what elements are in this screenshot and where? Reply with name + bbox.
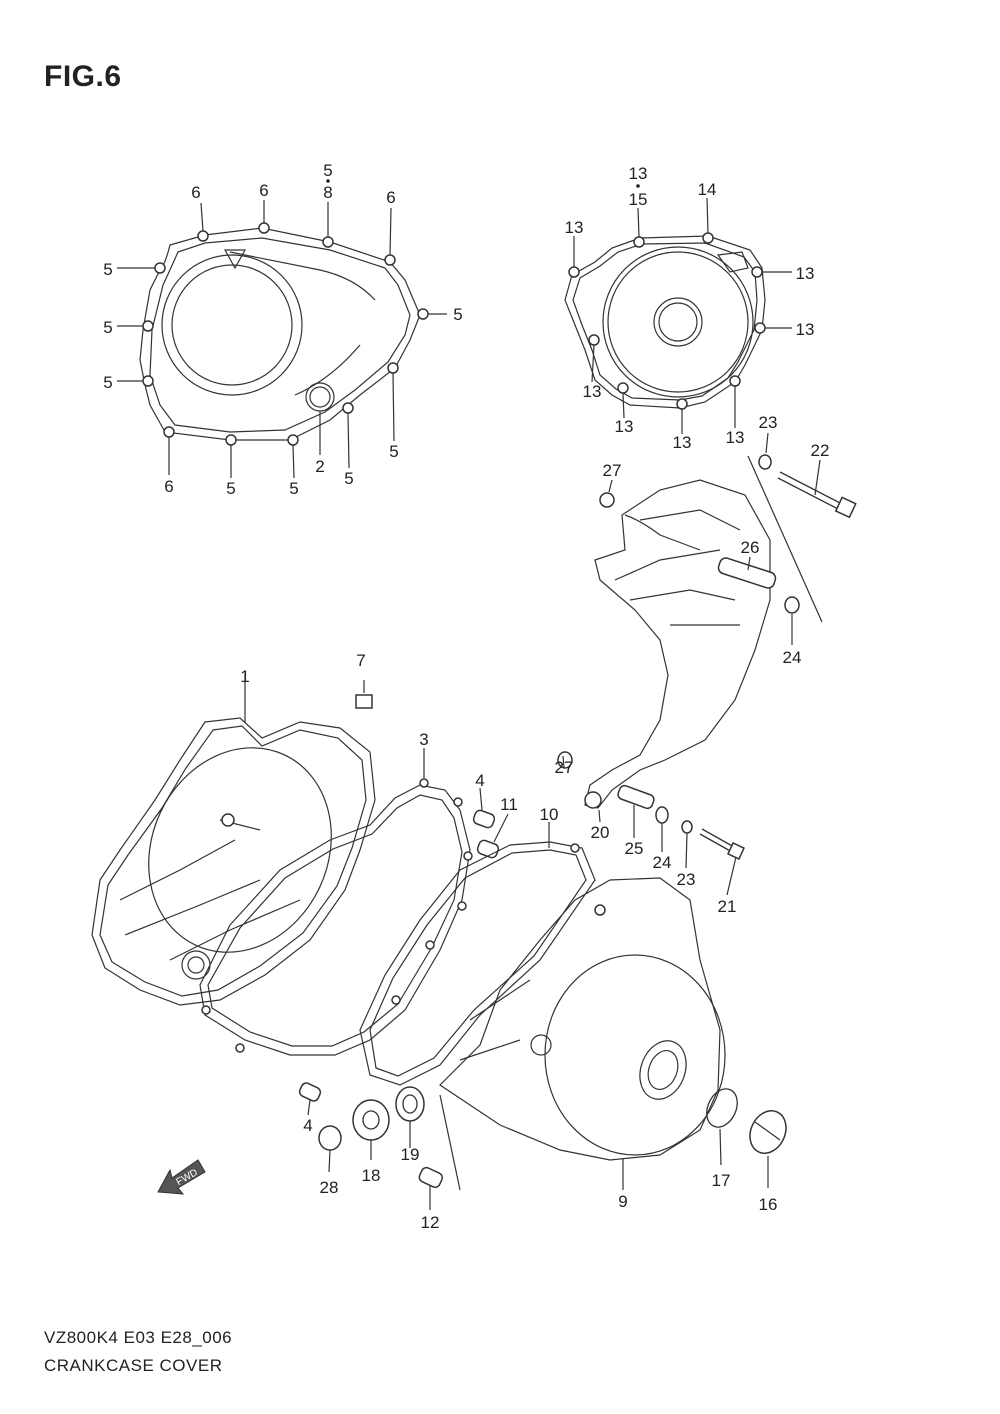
callout-5: 5: [103, 260, 112, 279]
parts-16-17: [706, 1088, 787, 1188]
callout-5: 5: [103, 373, 112, 392]
leader-lines-upper-left: [117, 179, 447, 479]
callout-6: 6: [386, 188, 395, 207]
callout-7: 7: [356, 651, 365, 670]
callout-5: 5: [103, 318, 112, 337]
callout-13: 13: [629, 164, 648, 183]
fwd-label: FWD: [175, 1167, 200, 1188]
callout-25: 25: [625, 839, 644, 858]
callout-6: 6: [191, 183, 200, 202]
callout-1: 1: [240, 667, 249, 686]
callout-13: 13: [726, 428, 745, 447]
callout-2: 2: [315, 457, 324, 476]
callout-3: 3: [419, 730, 428, 749]
callout-12: 12: [421, 1213, 440, 1232]
callout-6: 6: [259, 181, 268, 200]
callout-19: 19: [401, 1145, 420, 1164]
leader-lines-upper-right: [573, 184, 792, 434]
callout-10: 10: [540, 805, 559, 824]
callout-21: 21: [718, 897, 737, 916]
callout-13: 13: [615, 417, 634, 436]
callout-5: 5: [453, 305, 462, 324]
callout-11: 11: [500, 795, 518, 814]
callout-13: 13: [583, 382, 602, 401]
figure-title: FIG.6: [44, 60, 122, 93]
generator-gasket: [359, 822, 596, 1086]
sprocket-guard: [584, 455, 823, 809]
parts-lower-small: [298, 1082, 461, 1210]
callout-5: 5: [289, 479, 298, 498]
callout-27: 27: [603, 461, 622, 480]
parts-22-27: [557, 454, 857, 860]
callout-8: 8: [323, 183, 332, 202]
part-7-plug: [355, 680, 373, 709]
callout-18: 18: [362, 1166, 381, 1185]
callout-13: 13: [565, 218, 584, 237]
callout-20: 20: [591, 823, 610, 842]
diagram-name: CRANKCASE COVER: [44, 1356, 223, 1375]
callout-16: 16: [759, 1195, 778, 1214]
callout-4: 4: [475, 771, 484, 790]
callout-5: 5: [389, 442, 398, 461]
callout-17: 17: [712, 1171, 731, 1190]
clutch-cover-outline: [139, 222, 429, 446]
callout-6: 6: [164, 477, 173, 496]
clutch-cover-body: [91, 673, 376, 1006]
callout-27: 27: [555, 758, 574, 777]
callout-24: 24: [783, 648, 802, 667]
callout-26: 26: [741, 538, 760, 557]
clutch-gasket: [199, 748, 473, 1056]
callout-13: 13: [796, 264, 815, 283]
diagram-code: VZ800K4 E03 E28_006: [44, 1328, 233, 1347]
callout-14: 14: [698, 180, 717, 199]
callout-22: 22: [811, 441, 830, 460]
callout-15: 15: [629, 190, 648, 209]
fwd-arrow-icon: FWD: [157, 1159, 206, 1195]
callout-13: 13: [673, 433, 692, 452]
callout-23: 23: [759, 413, 778, 432]
callout-23: 23: [677, 870, 696, 889]
callout-4: 4: [303, 1116, 312, 1135]
callout-13: 13: [796, 320, 815, 339]
callout-5: 5: [323, 161, 332, 180]
callout-9: 9: [618, 1192, 627, 1211]
callout-24: 24: [653, 853, 672, 872]
leader-lines-mid-right: [562, 432, 821, 896]
callout-5: 5: [344, 469, 353, 488]
callout-28: 28: [320, 1178, 339, 1197]
callout-5: 5: [226, 479, 235, 498]
generator-cover-body: [439, 877, 726, 1190]
callout-labels: 6 6 5 8 6 5 5 5 5 6 5 5 2 5 5 13 15 14 1…: [103, 161, 829, 1232]
